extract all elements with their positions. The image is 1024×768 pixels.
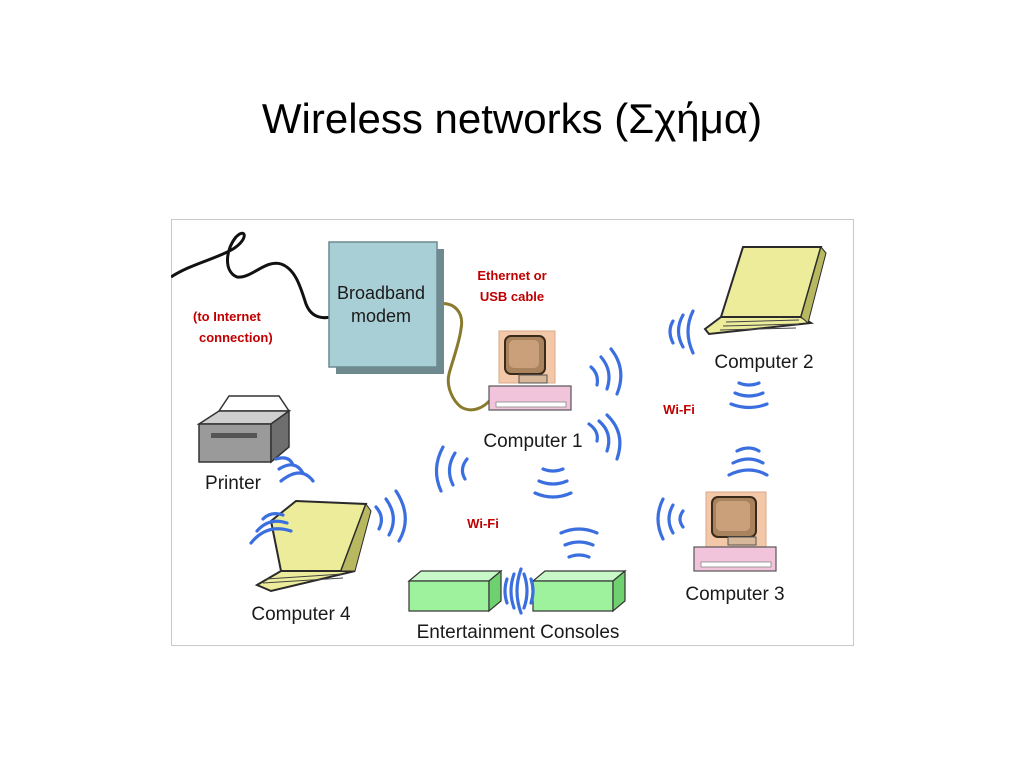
computer1-desktop-icon — [488, 330, 572, 411]
printer-icon — [196, 395, 292, 464]
printer-label: Printer — [205, 473, 262, 494]
internet-label-line1: (to Internet — [193, 309, 262, 324]
computer3-desktop-icon — [693, 491, 777, 572]
svg-text:connection): connection) — [199, 330, 273, 345]
svg-text:(to Internet: (to Internet — [193, 309, 262, 324]
slide-title: Wireless networks (Σχήμα) — [261, 95, 763, 142]
wifi-waves — [249, 309, 769, 615]
modem-label-line1: Broadband — [337, 283, 425, 303]
broadband-modem-icon — [328, 241, 444, 374]
consoles-label: Entertainment Consoles — [417, 622, 620, 643]
wifi-label-right: Wi-Fi — [663, 402, 695, 417]
computer4-label: Computer 4 — [251, 604, 351, 625]
cable-label-line2: USB cable — [480, 289, 544, 304]
console1-icon — [407, 569, 503, 613]
computer4-laptop-icon — [254, 499, 372, 593]
network-diagram: (to Internet connection) Broadband modem… — [171, 219, 854, 646]
computer1-label: Computer 1 — [483, 431, 582, 452]
modem-label-line2: modem — [351, 306, 411, 326]
cable-label-line1: Ethernet or — [477, 268, 546, 283]
internet-cable — [171, 231, 332, 320]
internet-label-line2: connection) — [199, 330, 273, 345]
computer2-laptop-icon — [703, 245, 827, 336]
computer2-label: Computer 2 — [714, 352, 813, 373]
console2-icon — [531, 569, 627, 613]
wifi-label-center: Wi-Fi — [467, 516, 499, 531]
ethernet-cable — [436, 302, 493, 412]
computer3-label: Computer 3 — [685, 584, 784, 605]
